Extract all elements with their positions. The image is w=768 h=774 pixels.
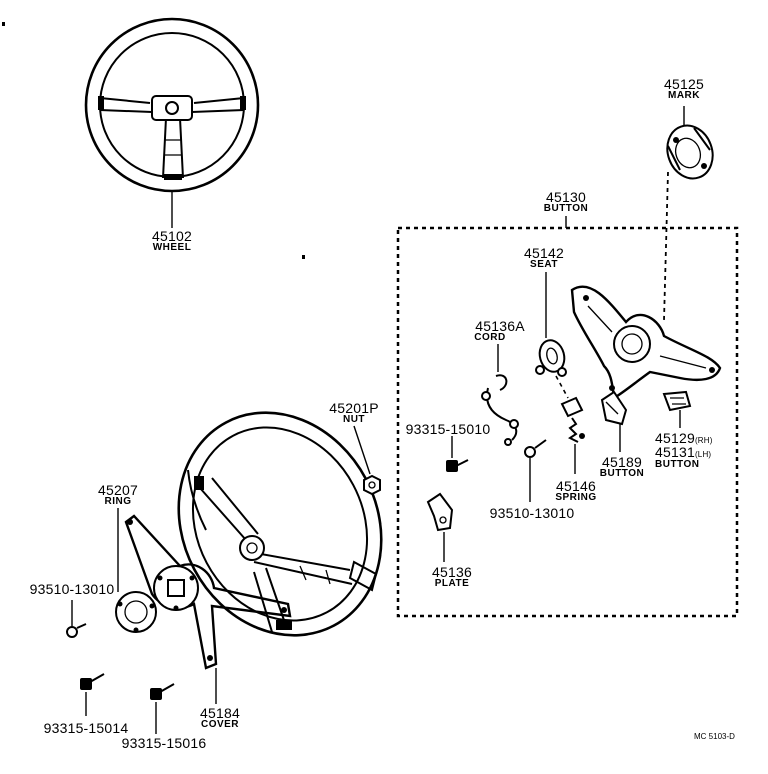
label-45207-name: RING [104, 496, 132, 507]
label-45201P-number: 45201P [329, 400, 379, 416]
button-pad [570, 285, 722, 400]
screw-93315-15014 [80, 673, 105, 690]
footer-code: MC 5103-D [694, 732, 735, 741]
label-93510-13010-box: 93510-13010 [489, 505, 575, 521]
label-93315-15014: 93315-15014 [43, 720, 129, 736]
label-45136-name: PLATE [434, 578, 470, 589]
screw-93315-15010 [446, 459, 469, 472]
label-45189-name: BUTTON [599, 468, 645, 479]
label-45130-name: BUTTON [543, 203, 589, 214]
seat-part [535, 339, 567, 377]
screw-93510-box [524, 439, 547, 458]
label-45125-number: 45125 [664, 76, 704, 92]
label-45136A-name: CORD [474, 332, 506, 343]
label-45130-number: 45130 [546, 189, 586, 205]
cord-part [481, 374, 519, 446]
label-45207-number: 45207 [98, 482, 138, 498]
label-45142-name: SEAT [530, 259, 558, 270]
label-45136-number: 45136 [432, 564, 472, 580]
label-93510-13010-left: 93510-13010 [29, 581, 115, 597]
label-45201P-name: NUT [342, 414, 366, 425]
label-93315-15016: 93315-15016 [121, 735, 207, 751]
button-45189-part [600, 390, 628, 426]
registration-marks [2, 22, 305, 259]
button-45129-part [662, 390, 692, 412]
label-45146-number: 45146 [556, 478, 596, 494]
label-45189-number: 45189 [602, 454, 642, 470]
steering-wheel-top-view [84, 17, 260, 193]
label-45142-number: 45142 [524, 245, 564, 261]
mark-emblem [666, 124, 714, 180]
label-45125-name: MARK [668, 90, 700, 101]
label-45102-name: WHEEL [152, 242, 192, 253]
label-93315-15010: 93315-15010 [405, 421, 491, 437]
screw-93315-15016 [150, 683, 175, 700]
button-assembly-box [396, 226, 739, 618]
label-45129-number: 45129(RH) [655, 430, 713, 446]
label-45131-number: 45131(LH) [655, 444, 712, 460]
label-45131-name: BUTTON [655, 459, 700, 470]
nut-part [363, 474, 381, 496]
label-45146-name: SPRING [555, 492, 597, 503]
ring-part [115, 591, 157, 633]
spring-part [560, 396, 585, 443]
label-45102-number: 45102 [152, 228, 192, 244]
label-45136A-number: 45136A [475, 318, 525, 334]
screw-93510-left [66, 623, 87, 638]
label-45184-number: 45184 [200, 705, 240, 721]
plate-part [426, 492, 454, 532]
cover-part [124, 514, 292, 670]
label-45184-name: COVER [200, 719, 240, 730]
